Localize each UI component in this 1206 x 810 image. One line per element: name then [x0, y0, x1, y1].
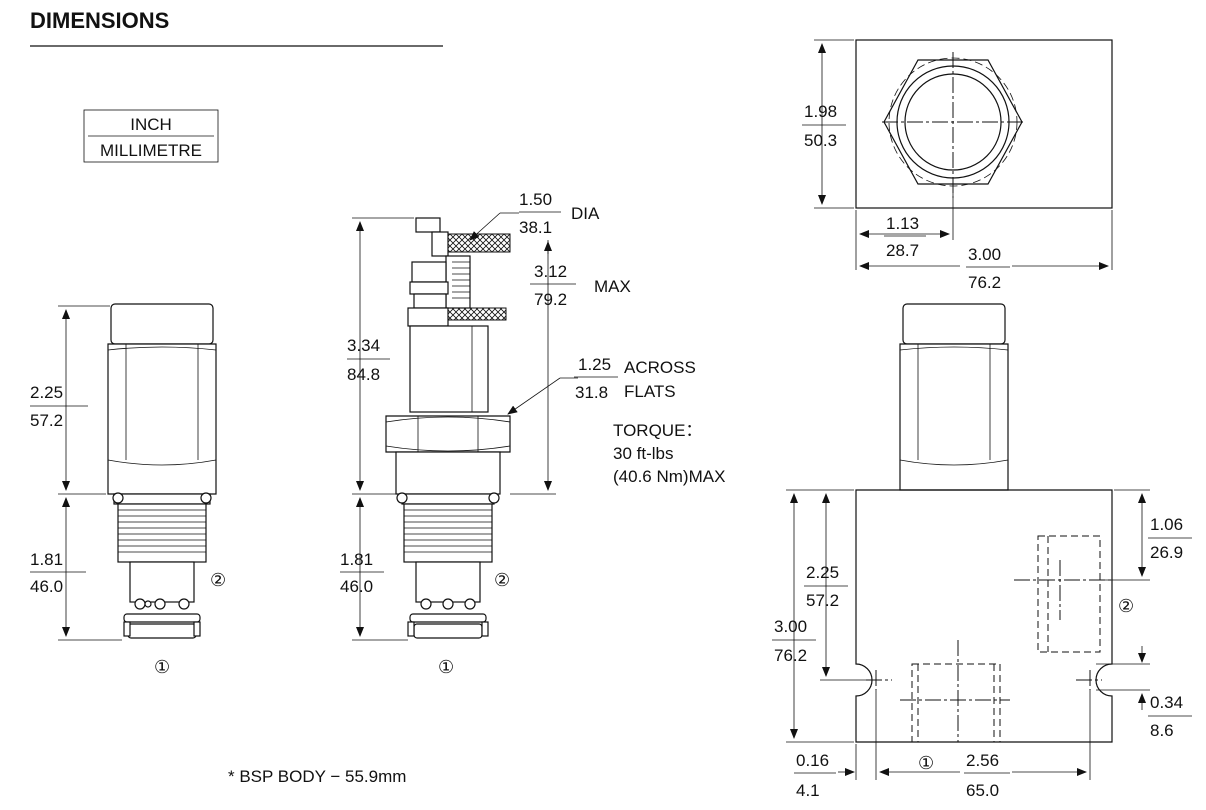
dim-knob-dia-inch: 1.50 — [519, 190, 552, 209]
torque-label: TORQUE： — [613, 421, 702, 440]
dim-port2-offset-inch: 1.06 — [1150, 515, 1183, 534]
torque-value: 30 ft-lbs — [613, 444, 673, 463]
dim-adj-travel-inch: 3.12 — [534, 262, 567, 281]
dim-block-depth-mm: 50.3 — [804, 131, 837, 150]
unit-legend-box — [83, 109, 219, 163]
port-2-label-block: ② — [1118, 596, 1134, 617]
dim-body-lower-mm: 46.0 — [30, 577, 63, 596]
torque-nm: (40.6 Nm)MAX — [613, 467, 725, 486]
unit-legend-mm: MILLIMETRE — [100, 141, 202, 160]
dim-block-height-mm: 76.2 — [774, 646, 807, 665]
dim-hex-flats-inch: 1.25 — [578, 355, 611, 374]
dim-bore-offset-mm: 28.7 — [886, 241, 919, 260]
dim-adj-lower-mm: 46.0 — [340, 577, 373, 596]
dim-adj-lower-inch: 1.81 — [340, 550, 373, 569]
block-top-view — [855, 39, 1113, 209]
dim-knob-dia-label: DIA — [571, 204, 600, 223]
dim-hex-flats-label2: FLATS — [624, 382, 676, 401]
dim-hole-spacing-mm: 65.0 — [966, 781, 999, 800]
dim-body-lower-inch: 1.81 — [30, 550, 63, 569]
port-2-label-view2: ② — [494, 570, 510, 591]
dim-block-width-top-inch: 3.00 — [968, 245, 1001, 264]
dim-body-upper-inch: 2.25 — [30, 383, 63, 402]
dim-body-upper-mm: 57.2 — [30, 411, 63, 430]
dim-adj-travel-label: MAX — [594, 277, 631, 296]
dim-overall-inch: 3.34 — [347, 336, 380, 355]
footnote: * BSP BODY − 55.9mm — [228, 767, 406, 786]
dim-cavity-depth-inch: 2.25 — [806, 563, 839, 582]
unit-legend-inch: INCH — [130, 115, 172, 134]
dim-knob-dia-mm: 38.1 — [519, 218, 552, 237]
cartridge-view-side — [107, 303, 217, 639]
page-title: DIMENSIONS — [30, 8, 169, 33]
dim-hole-spacing-inch: 2.56 — [966, 751, 999, 770]
port-1-label-view2: ① — [438, 657, 454, 678]
dim-mount-hole-mm: 8.6 — [1150, 721, 1174, 740]
cartridge-view-adjustable — [385, 217, 511, 639]
dim-block-depth-inch: 1.98 — [804, 102, 837, 121]
dim-hole-edge-mm: 4.1 — [796, 781, 820, 800]
port-1-label-block: ① — [918, 753, 934, 774]
dim-port2-offset-mm: 26.9 — [1150, 543, 1183, 562]
port-1-label-view1: ① — [154, 657, 170, 678]
dim-hex-flats-mm: 31.8 — [575, 383, 608, 402]
block-front-view — [855, 303, 1113, 743]
dim-adj-travel-mm: 79.2 — [534, 290, 567, 309]
dim-cavity-depth-mm: 57.2 — [806, 591, 839, 610]
dim-hole-edge-inch: 0.16 — [796, 751, 829, 770]
dim-hex-flats-label1: ACROSS — [624, 358, 696, 377]
dim-mount-hole-inch: 0.34 — [1150, 693, 1183, 712]
dim-overall-mm: 84.8 — [347, 365, 380, 384]
port-2-label-view1: ② — [210, 570, 226, 591]
unit-legend: INCH MILLIMETRE — [83, 109, 219, 163]
dim-block-width-top-mm: 76.2 — [968, 273, 1001, 292]
dim-block-height-inch: 3.00 — [774, 617, 807, 636]
dim-bore-offset-inch: 1.13 — [886, 214, 919, 233]
